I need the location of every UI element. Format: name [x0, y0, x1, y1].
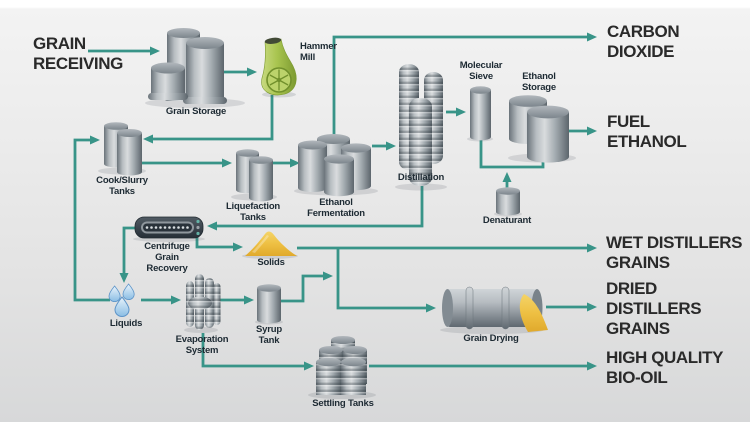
- hammer-mill-label: Hammer Mill: [300, 41, 337, 63]
- denaturant-icon: [494, 187, 522, 217]
- molecular-sieve-label: Molecular Sieve: [459, 60, 503, 82]
- liquefaction-tanks-icon: [231, 149, 277, 202]
- ethanol-fermentation-icon: [294, 134, 378, 197]
- molecular-sieve-icon: [467, 86, 493, 142]
- centrifuge-grain-recovery-label: Centrifuge Grain Recovery: [144, 241, 190, 274]
- settling-tanks-label: Settling Tanks: [312, 398, 374, 409]
- grain-drying-icon: [440, 286, 548, 334]
- flow-evaporation-to-settling-tanks: [201, 333, 314, 371]
- fuel-ethanol-label: FUEL ETHANOL: [607, 112, 687, 151]
- syrup-tank-label: Syrup Tank: [256, 324, 282, 346]
- ethanol-storage-label: Ethanol Storage: [522, 71, 556, 93]
- high-quality-bio-oil-label: HIGH QUALITY BIO-OIL: [606, 348, 724, 387]
- flow-hammer-mill-to-cook-slurry: [143, 95, 274, 144]
- flow-syrup-to-grain-drying: [281, 271, 333, 303]
- hammer-mill-icon: [261, 37, 297, 98]
- solids-icon: [242, 231, 298, 259]
- flow-liquids-recycle-to-cook-slurry: [73, 135, 110, 302]
- liquefaction-tanks-label: Liquefaction Tanks: [225, 201, 281, 223]
- cook-slurry-tanks-label: Cook/Slurry Tanks: [96, 175, 148, 197]
- evaporation-system-label: Evaporation System: [175, 334, 229, 356]
- grain-drying-label: Grain Drying: [463, 333, 519, 344]
- flow-fermentation-to-carbon-dioxide: [332, 32, 597, 135]
- liquids-icon: [108, 283, 135, 318]
- flow-distillation-to-centrifuge: [207, 186, 424, 231]
- ethanol-fermentation-label: Ethanol Fermentation: [307, 197, 365, 219]
- settling-tanks-icon: [308, 336, 376, 399]
- liquids-label: Liquids: [109, 318, 143, 329]
- ethanol-storage-icon: [508, 95, 576, 163]
- centrifuge-icon: [133, 216, 205, 242]
- carbon-dioxide-label: CARBON DIOXIDE: [607, 22, 680, 61]
- grain-storage-icon: [145, 28, 245, 108]
- distillation-icon: [395, 64, 447, 191]
- solids-label: Solids: [257, 257, 285, 268]
- evaporation-system-icon: [184, 274, 221, 333]
- grain-storage-label: Grain Storage: [165, 106, 227, 117]
- cook-slurry-tanks-icon: [98, 122, 146, 176]
- distillation-label: Distillation: [397, 172, 445, 183]
- flow-centrifuge-to-solids: [195, 237, 243, 252]
- denaturant-label: Denaturant: [482, 215, 532, 226]
- dried-distillers-grains-label: DRIED DISTILLERS GRAINS: [606, 279, 702, 338]
- flow-solids-branch-to-grain-drying: [336, 248, 436, 313]
- syrup-tank-icon: [255, 284, 283, 325]
- flow-sieve-to-ethanol-storage: [479, 137, 548, 169]
- wet-distillers-grains-label: WET DISTILLERS GRAINS: [606, 233, 743, 272]
- grain-receiving-label: GRAIN RECEIVING: [33, 34, 123, 73]
